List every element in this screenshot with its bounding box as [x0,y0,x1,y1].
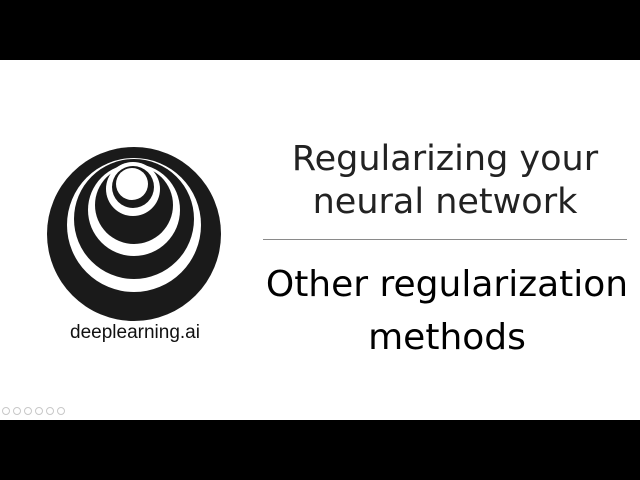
next-icon[interactable] [13,407,21,415]
deeplearning-ai-logo-icon [47,147,221,321]
slide-title-line: Regularizing your [291,139,599,179]
title-divider [263,239,627,240]
slide: deeplearning.ai Regularizing your neural… [0,60,640,420]
slides-icon[interactable] [35,407,43,415]
brand-name: deeplearning.ai [70,322,200,343]
slide-subtitle-line: Other regularization [265,264,629,305]
previous-icon[interactable] [2,407,10,415]
slide-subtitle-line: methods [368,317,526,358]
presenter-toolbar [2,407,65,417]
pen-icon[interactable] [24,407,32,415]
slide-subtitle: Other regularization methods [262,258,632,364]
slide-title: Regularizing your neural network [262,138,628,224]
zoom-icon[interactable] [46,407,54,415]
letterbox-top [0,0,640,60]
more-icon[interactable] [57,407,65,415]
letterbox-bottom [0,420,640,480]
slide-title-line: neural network [312,182,578,222]
